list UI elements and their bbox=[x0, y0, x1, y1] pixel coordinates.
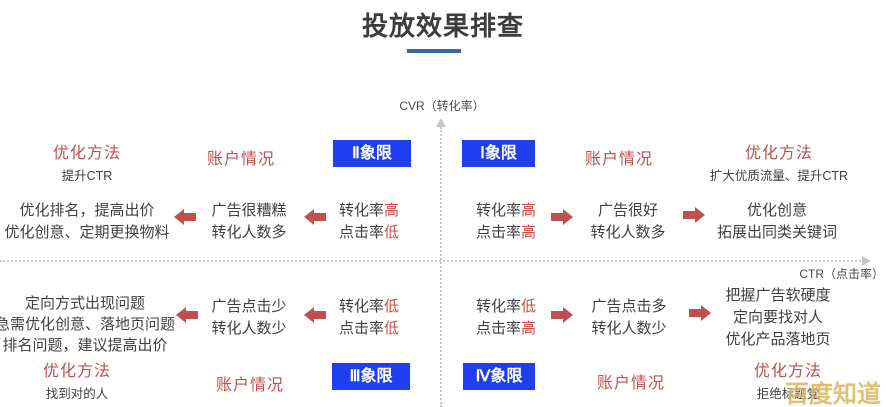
quadrant1-account-desc: 广告很好 转化人数多 bbox=[583, 200, 673, 244]
text-line: 定向方式出现问题 bbox=[24, 295, 145, 312]
y-axis-line bbox=[440, 127, 442, 407]
arrow-right-icon bbox=[683, 207, 705, 223]
metric-line: 转化率高 bbox=[333, 200, 405, 222]
metric-value: 低 bbox=[384, 298, 400, 315]
quadrant4-method-label: 优化方法 bbox=[753, 363, 822, 380]
quadrant2-account-label: 账户情况 bbox=[207, 151, 276, 168]
metric-line: 点击率高 bbox=[470, 318, 542, 340]
arrow-left-icon bbox=[174, 209, 196, 225]
metric-label: 点击率 bbox=[338, 224, 384, 241]
quadrant2-action: 优化排名，提高出价 优化创意、定期更换物料 bbox=[0, 200, 184, 244]
text-line: 广告点击多 bbox=[591, 298, 667, 315]
metric-label: 转化率 bbox=[475, 202, 521, 219]
quadrant1-method-group: 优化方法 扩大优质流量、提升CTR bbox=[700, 139, 858, 184]
quadrant2-badge: Ⅱ象限 bbox=[333, 140, 411, 167]
metric-line: 转化率高 bbox=[470, 200, 542, 222]
quadrant4-action: 把握广告软硬度 定向要找对人 优化产品落地页 bbox=[697, 285, 859, 351]
metric-label: 转化率 bbox=[338, 298, 384, 315]
watermark: 百度知道 bbox=[785, 381, 881, 407]
metric-value: 低 bbox=[521, 298, 537, 315]
arrow-right-icon bbox=[689, 305, 711, 321]
text-line: 转化人数少 bbox=[591, 320, 667, 337]
quadrant4-method-note: 拒绝标题党 bbox=[756, 387, 820, 401]
quadrant2-method-group: 优化方法 提升CTR bbox=[22, 139, 152, 184]
text-line: 优化创意、定期更换物料 bbox=[4, 224, 170, 241]
text-line: 广告很好 bbox=[597, 202, 658, 219]
x-axis-arrow-icon bbox=[862, 256, 871, 266]
text-line: 转化人数少 bbox=[211, 320, 287, 337]
metric-value: 低 bbox=[384, 224, 400, 241]
quadrant4-badge: Ⅳ象限 bbox=[463, 363, 535, 390]
metric-value: 高 bbox=[521, 202, 537, 219]
quadrant3-account-desc: 广告点击少 转化人数少 bbox=[203, 296, 295, 340]
quadrant2-method-note: 提升CTR bbox=[61, 169, 113, 183]
text-line: 转化人数多 bbox=[590, 224, 666, 241]
quadrant3-method-label: 优化方法 bbox=[42, 363, 111, 380]
arrow-right-icon bbox=[551, 209, 573, 225]
y-axis-label: CVR（转化率） bbox=[399, 99, 485, 113]
metric-label: 点击率 bbox=[475, 320, 521, 337]
arrow-left-icon bbox=[176, 307, 198, 323]
quadrant3-method-group: 优化方法 找到对的人 bbox=[8, 357, 146, 402]
y-axis-arrow-icon bbox=[436, 118, 446, 127]
text-line: 定向要找对人 bbox=[732, 309, 823, 326]
arrow-left-icon bbox=[304, 209, 326, 225]
quadrant1-method-label: 优化方法 bbox=[744, 145, 813, 162]
page-title: 投放效果排查 bbox=[361, 11, 524, 41]
metric-value: 高 bbox=[384, 202, 400, 219]
metric-line: 转化率低 bbox=[470, 296, 542, 318]
quadrant4-method-group: 优化方法 拒绝标题党 bbox=[722, 357, 854, 402]
x-axis-label: CTR（点击率） bbox=[799, 267, 884, 281]
metric-value: 高 bbox=[521, 224, 537, 241]
text-line: 排名问题，建议提高出价 bbox=[2, 337, 168, 354]
quadrant1-action: 优化创意 拓展出同类关键词 bbox=[697, 200, 857, 244]
text-line: 优化产品落地页 bbox=[725, 331, 831, 348]
quadrant4-metrics: 转化率低 点击率高 bbox=[470, 296, 542, 340]
metric-label: 点击率 bbox=[475, 224, 521, 241]
metric-value: 低 bbox=[384, 320, 400, 337]
quadrant4-account-label: 账户情况 bbox=[597, 375, 666, 392]
quadrant2-method-label: 优化方法 bbox=[52, 145, 121, 162]
quadrant3-action: 定向方式出现问题 急需优化创意、落地页问题 排名问题，建议提高出价 bbox=[0, 293, 192, 356]
quadrant2-account-desc: 广告很糟糕 转化人数多 bbox=[203, 200, 295, 244]
arrow-left-icon bbox=[304, 307, 326, 323]
quadrant3-method-note: 找到对的人 bbox=[45, 387, 109, 401]
metric-value: 高 bbox=[521, 320, 537, 337]
title-underline bbox=[407, 49, 461, 53]
quadrant3-metrics: 转化率低 点击率低 bbox=[333, 296, 405, 340]
text-line: 优化创意 bbox=[746, 202, 807, 219]
text-line: 广告点击少 bbox=[211, 298, 287, 315]
metric-label: 点击率 bbox=[338, 320, 384, 337]
quadrant3-badge: Ⅲ象限 bbox=[332, 363, 410, 390]
metric-line: 转化率低 bbox=[333, 296, 405, 318]
text-line: 转化人数多 bbox=[211, 224, 287, 241]
quadrant1-badge: Ⅰ象限 bbox=[462, 140, 535, 167]
quadrant2-metrics: 转化率高 点击率低 bbox=[333, 200, 405, 244]
quadrant1-method-note: 扩大优质流量、提升CTR bbox=[709, 169, 849, 183]
quadrant1-metrics: 转化率高 点击率高 bbox=[470, 200, 542, 244]
metric-label: 转化率 bbox=[475, 298, 521, 315]
metric-line: 点击率低 bbox=[333, 318, 405, 340]
arrow-right-icon bbox=[551, 307, 573, 323]
text-line: 急需优化创意、落地页问题 bbox=[0, 316, 175, 333]
metric-line: 点击率低 bbox=[333, 222, 405, 244]
text-line: 把握广告软硬度 bbox=[725, 287, 831, 304]
text-line: 拓展出同类关键词 bbox=[716, 224, 837, 241]
text-line: 优化排名，提高出价 bbox=[19, 202, 155, 219]
x-axis-line bbox=[0, 260, 864, 262]
quadrant3-account-label: 账户情况 bbox=[216, 377, 285, 394]
metric-label: 转化率 bbox=[338, 202, 384, 219]
quadrant4-account-desc: 广告点击多 转化人数少 bbox=[583, 296, 675, 340]
metric-line: 点击率高 bbox=[470, 222, 542, 244]
quadrant1-account-label: 账户情况 bbox=[585, 151, 654, 168]
text-line: 广告很糟糕 bbox=[211, 202, 287, 219]
